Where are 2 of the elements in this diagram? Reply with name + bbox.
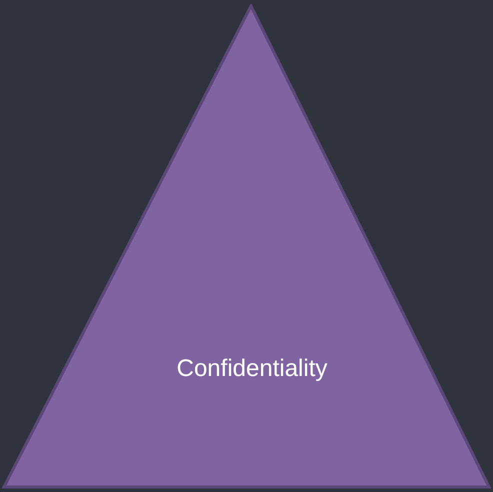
triangle xyxy=(2,4,491,489)
triangle-label: Confidentiality xyxy=(176,354,328,384)
